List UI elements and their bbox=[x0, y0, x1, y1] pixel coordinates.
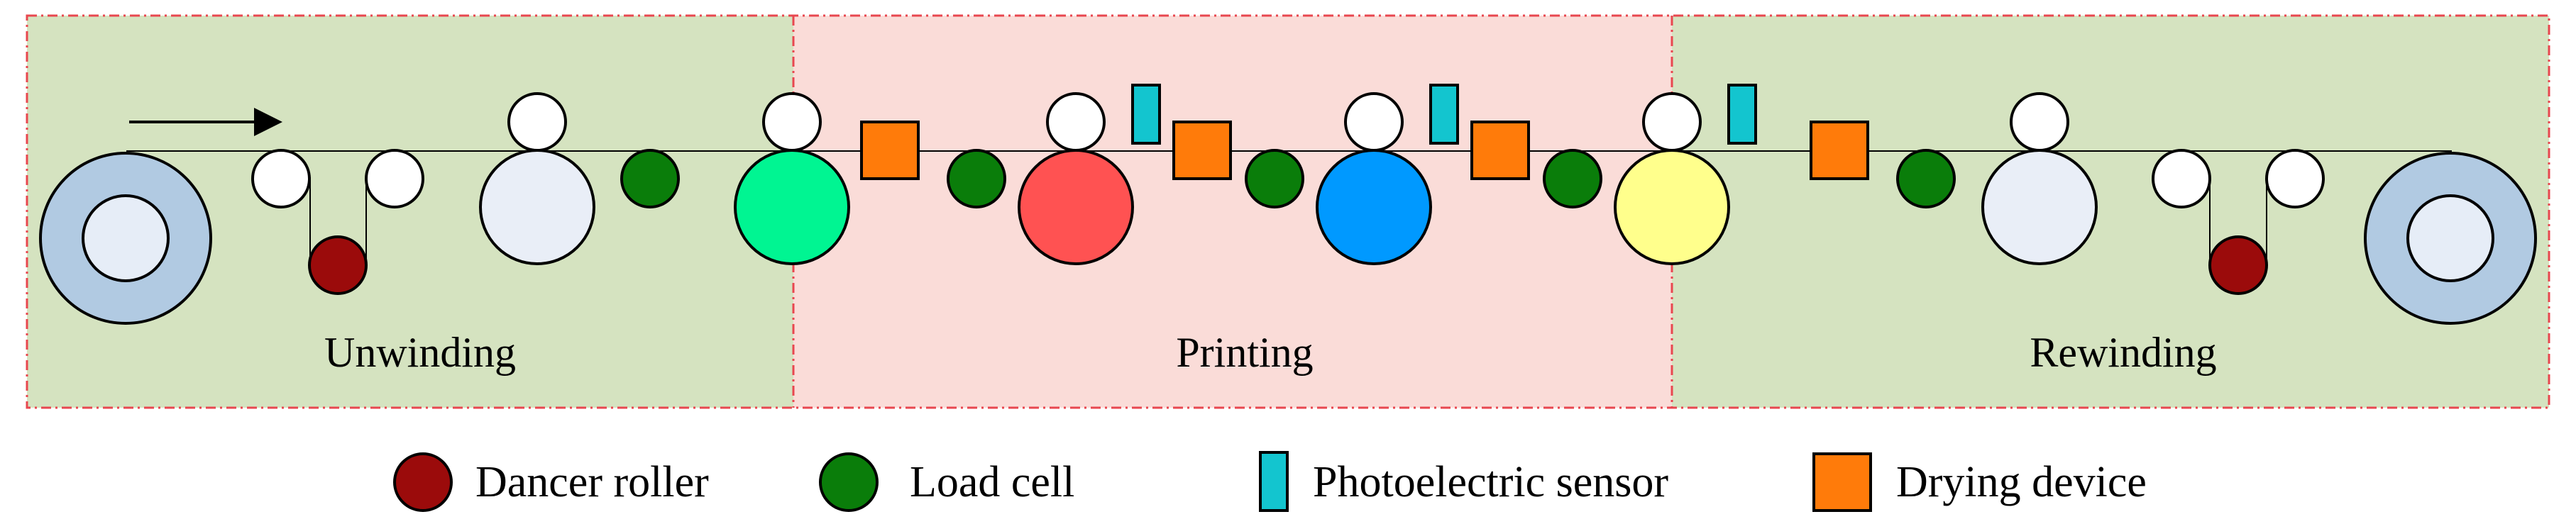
guide-roller bbox=[2010, 92, 2069, 152]
legend-photoelectric-sensor-icon bbox=[1259, 451, 1289, 512]
legend-label-dancer-roller: Dancer roller bbox=[475, 458, 709, 506]
idler-roller-large bbox=[1981, 149, 2098, 265]
diagram-border bbox=[26, 14, 2550, 409]
section-printing-bg bbox=[793, 16, 1672, 408]
dancer-roller bbox=[308, 235, 368, 295]
legend-label-photoelectric-sensor: Photoelectric sensor bbox=[1313, 458, 1668, 506]
load-cell bbox=[1543, 149, 1602, 208]
guide-roller bbox=[251, 149, 311, 208]
section-label-unwinding: Unwinding bbox=[324, 329, 516, 376]
guide-roller bbox=[1642, 92, 1702, 152]
guide-roller bbox=[762, 92, 822, 152]
section-label-printing: Printing bbox=[1176, 329, 1313, 376]
print-unit-4 bbox=[1614, 149, 1730, 265]
legend-label-load-cell: Load cell bbox=[910, 458, 1074, 506]
dancer-roller bbox=[2208, 235, 2268, 295]
guide-roller bbox=[2265, 149, 2325, 208]
load-cell bbox=[620, 149, 680, 208]
legend: Dancer roller Load cell Photoelectric se… bbox=[393, 451, 2147, 512]
guide-roller bbox=[365, 149, 424, 208]
drying-device bbox=[860, 121, 920, 180]
photoelectric-sensor bbox=[1131, 84, 1161, 145]
drying-device bbox=[1810, 121, 1869, 180]
load-cell bbox=[947, 149, 1006, 208]
rewind-reel bbox=[2364, 152, 2537, 325]
guide-roller bbox=[2152, 149, 2211, 208]
load-cell bbox=[1896, 149, 1956, 208]
legend-dancer-roller-icon bbox=[393, 452, 453, 512]
guide-roller bbox=[1046, 92, 1106, 152]
drying-device bbox=[1470, 121, 1530, 180]
print-unit-1 bbox=[734, 149, 850, 265]
legend-load-cell-icon bbox=[819, 452, 879, 512]
drying-device bbox=[1172, 121, 1232, 180]
print-unit-3 bbox=[1316, 149, 1432, 265]
unwind-reel bbox=[39, 152, 212, 325]
section-label-rewinding: Rewinding bbox=[2030, 329, 2216, 376]
legend-drying-device-icon bbox=[1812, 452, 1872, 512]
unwind-reel-core bbox=[82, 194, 170, 282]
idler-roller-large bbox=[479, 149, 595, 265]
guide-roller bbox=[507, 92, 567, 152]
load-cell bbox=[1245, 149, 1304, 208]
legend-label-drying-device: Drying device bbox=[1896, 458, 2147, 506]
photoelectric-sensor bbox=[1429, 84, 1459, 145]
guide-roller bbox=[1344, 92, 1404, 152]
rewind-reel-core bbox=[2406, 194, 2494, 282]
print-unit-2 bbox=[1018, 149, 1134, 265]
photoelectric-sensor bbox=[1727, 84, 1757, 145]
